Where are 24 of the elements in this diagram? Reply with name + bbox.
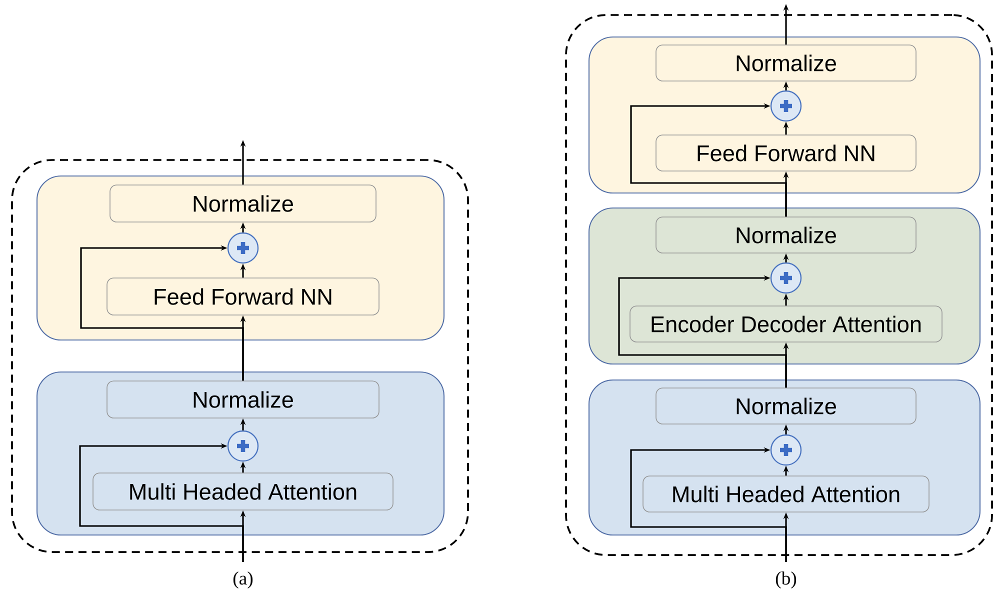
caption: (a) bbox=[233, 572, 253, 588]
process-box: Multi Headed Attention bbox=[92, 472, 394, 510]
plus-circle bbox=[770, 434, 802, 466]
process-box: Feed Forward NN bbox=[656, 134, 916, 172]
caption: (b) bbox=[776, 572, 796, 588]
process-box: Normalize bbox=[656, 216, 916, 254]
arrow bbox=[618, 275, 787, 388]
plus-circle bbox=[227, 232, 259, 264]
plus-circle bbox=[227, 430, 259, 462]
process-box: Normalize bbox=[656, 388, 916, 424]
arrow bbox=[80, 245, 244, 381]
arrow bbox=[630, 103, 787, 217]
dashed-frame bbox=[565, 14, 993, 556]
process-box: Normalize bbox=[106, 380, 380, 418]
dashed-frame bbox=[11, 159, 469, 553]
arrow bbox=[630, 447, 787, 562]
process-box: Multi Headed Attention bbox=[642, 476, 930, 512]
process-box: Normalize bbox=[110, 184, 376, 222]
plus-circle bbox=[770, 90, 802, 122]
arrow bbox=[79, 443, 244, 562]
process-box: Feed Forward NN bbox=[106, 278, 380, 316]
plus-circle bbox=[770, 262, 802, 294]
process-box: Normalize bbox=[656, 44, 916, 82]
process-box: Encoder Decoder Attention bbox=[630, 306, 942, 342]
